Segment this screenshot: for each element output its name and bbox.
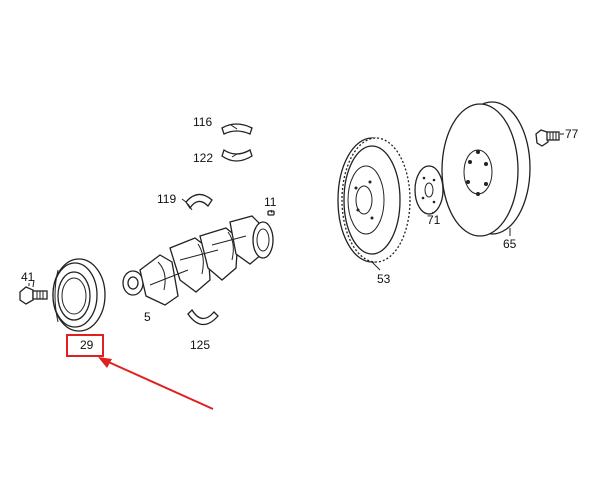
- pin-drawing: [267, 210, 275, 216]
- flexplate-disc-drawing: [441, 101, 531, 237]
- thrust-bearing-drawing: [185, 193, 213, 211]
- crankshaft-drawing: [122, 215, 274, 306]
- label-125: 125: [190, 338, 210, 352]
- crankshaft-pulley-drawing: [52, 258, 106, 332]
- drive-plate-drawing: [414, 165, 444, 215]
- label-41: 41: [21, 270, 35, 284]
- label-119: 119: [157, 192, 176, 206]
- highlight-box: [66, 334, 104, 357]
- label-11: 11: [264, 195, 277, 209]
- label-65: 65: [503, 237, 517, 251]
- lower-bearing-shell-drawing: [221, 148, 253, 162]
- leader-lines: [28, 124, 564, 286]
- label-116: 116: [193, 115, 212, 129]
- thrust-washer-drawing: [187, 308, 219, 326]
- label-122: 122: [193, 151, 213, 165]
- label-77: 77: [565, 127, 579, 141]
- pulley-bolt-drawing: [19, 279, 48, 305]
- label-29: 29: [80, 338, 94, 352]
- label-5: 5: [144, 310, 151, 324]
- label-53: 53: [377, 272, 391, 286]
- label-71: 71: [427, 213, 441, 227]
- flywheel-drawing: [337, 137, 411, 263]
- highlight-arrow: [98, 357, 214, 410]
- flywheel-bolt-drawing: [535, 129, 560, 147]
